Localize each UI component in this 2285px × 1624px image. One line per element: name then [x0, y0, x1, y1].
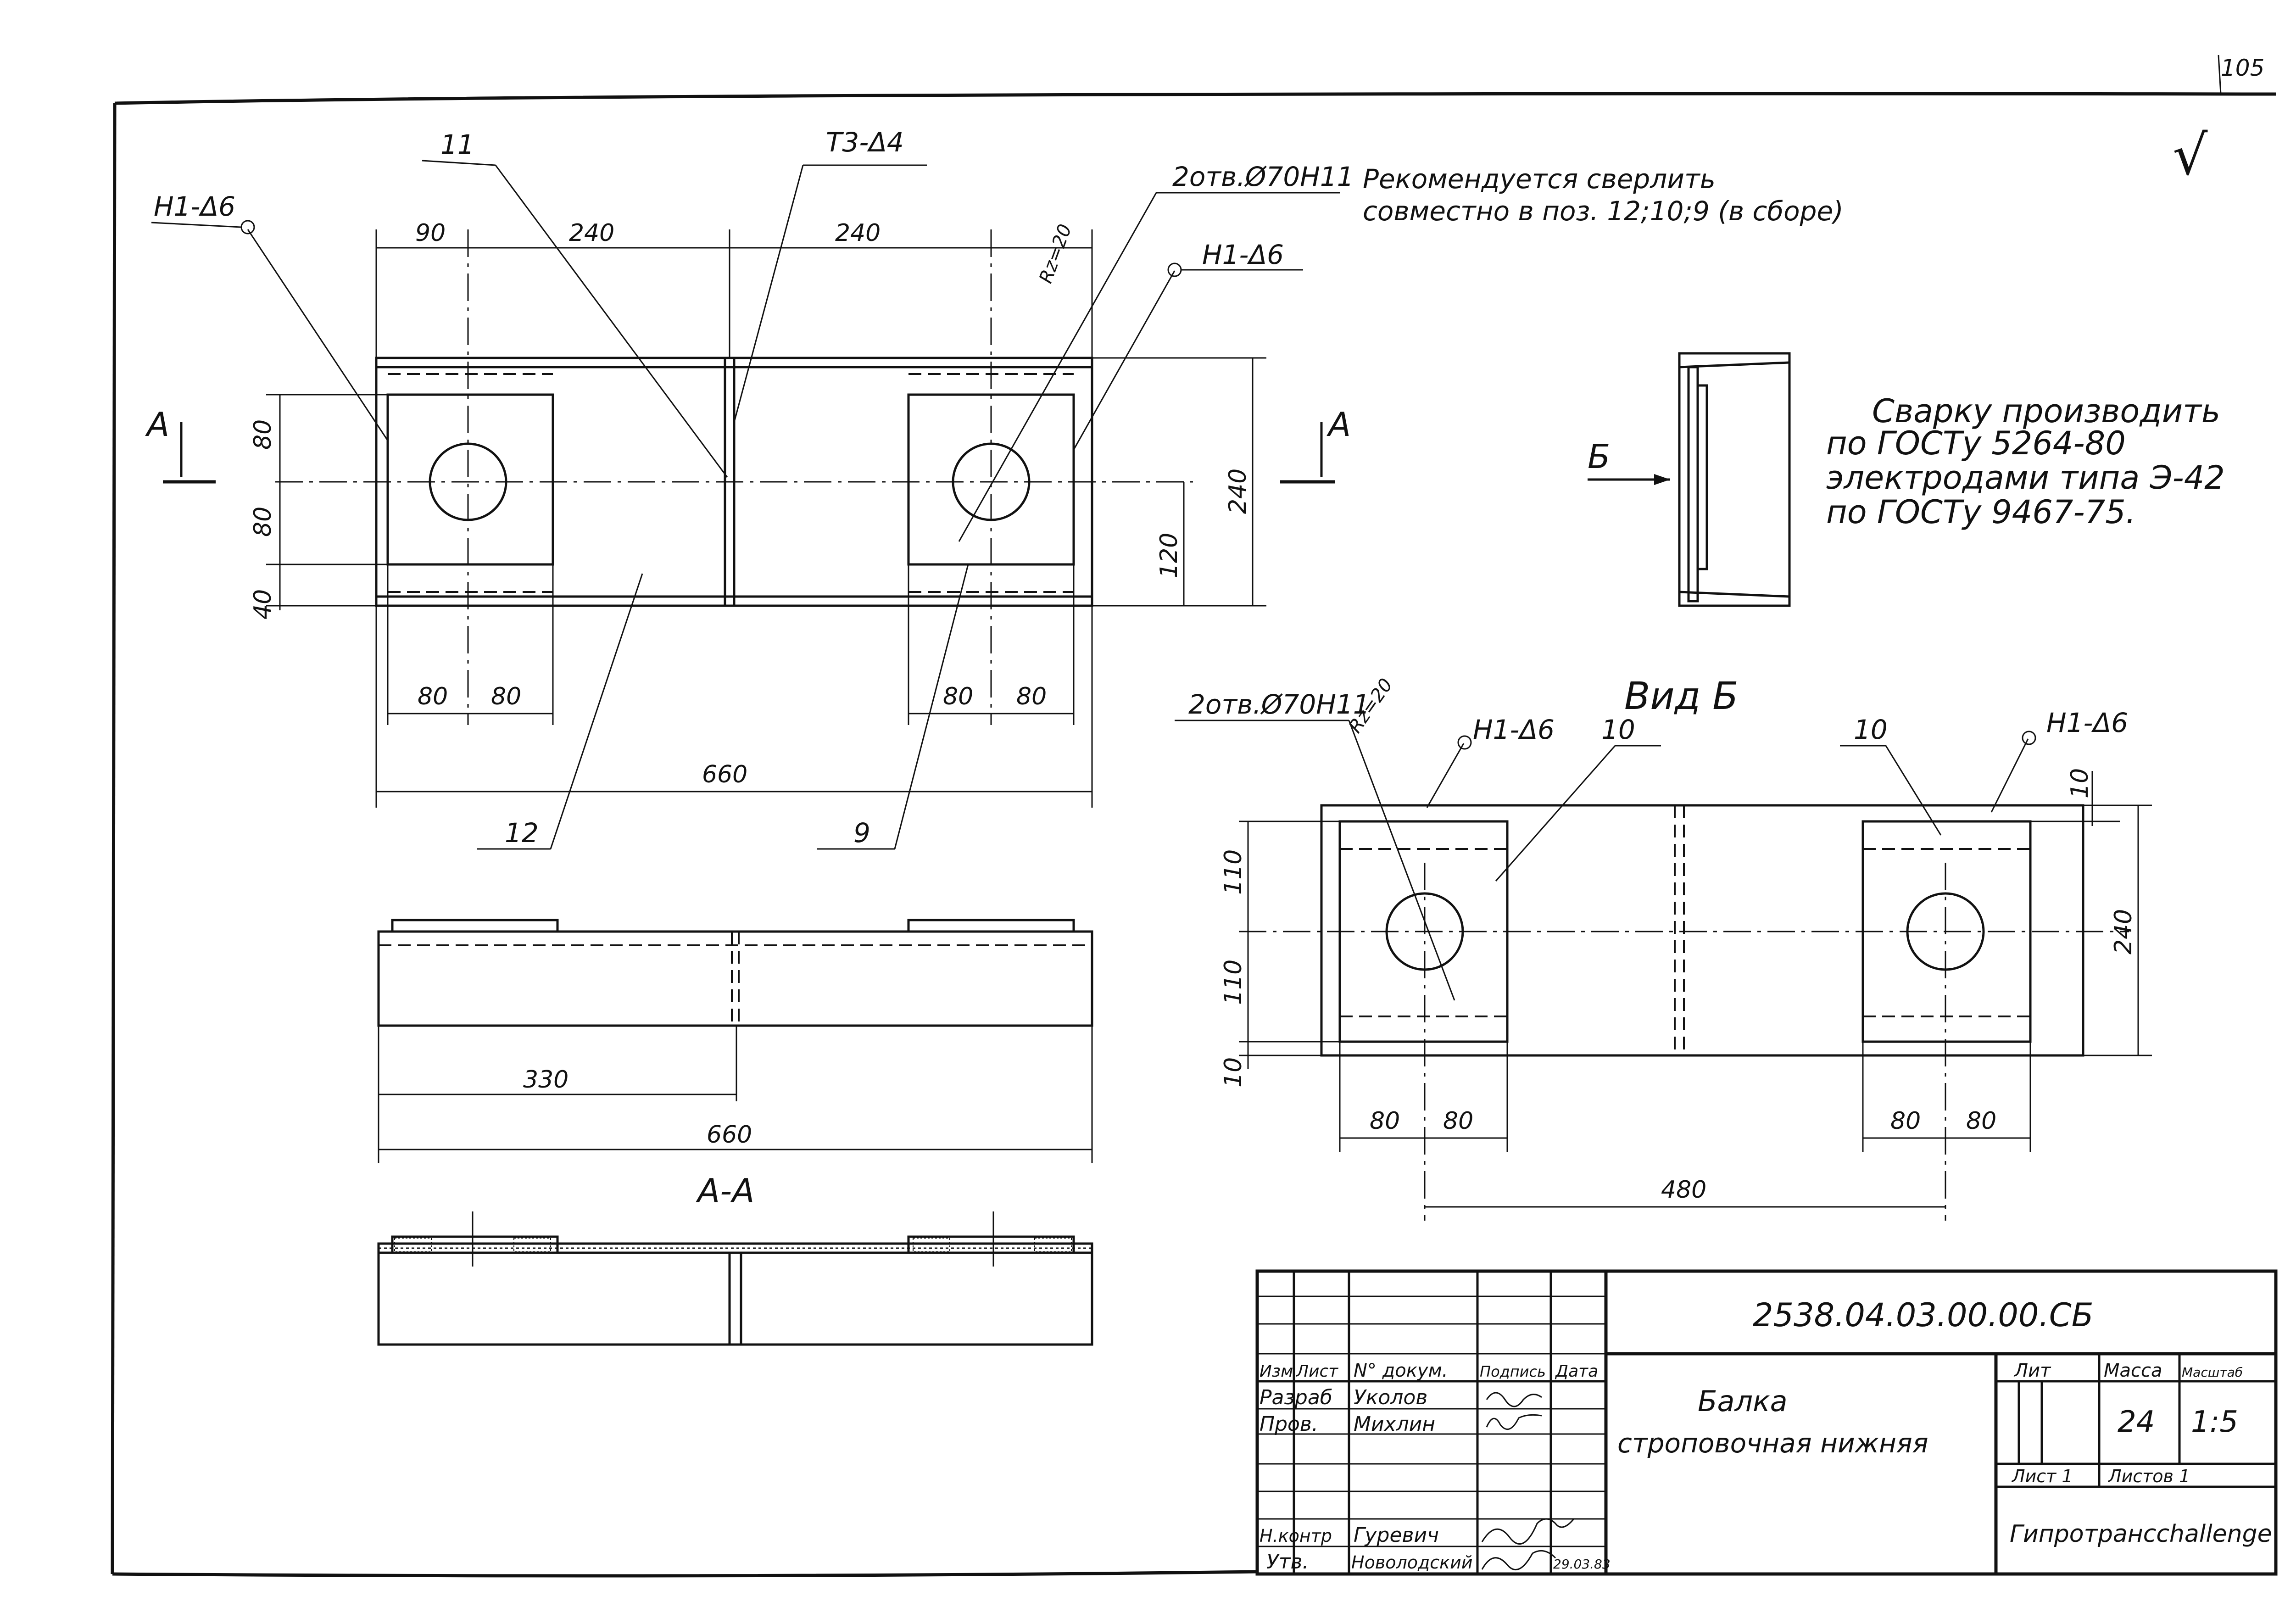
side-view-arrow-label: Б [1588, 437, 1610, 476]
plan-dim-90: 90 [415, 219, 446, 247]
tb-sheet: Лист 1 [2011, 1466, 2073, 1486]
tb-name-utv: Новолодский [1351, 1552, 1473, 1573]
plan-roughness: Rz=20 [1035, 222, 1076, 286]
tb-hdr-podp: Подпись [1480, 1363, 1546, 1380]
tb-role-nkontr: Н.контр [1260, 1526, 1332, 1546]
plan-dim-80-b4: 80 [1016, 683, 1047, 710]
tb-hdr-list: Лист [1295, 1362, 1338, 1381]
plan-dim-240-right: 240 [1224, 469, 1252, 514]
view-b-dim-80-4: 80 [1966, 1107, 1996, 1135]
signatures [1481, 1392, 1575, 1570]
view-b-hole-note: 2отв.Ø70Н11 [1188, 689, 1370, 720]
tb-hdr-ndoc: N° докум. [1354, 1360, 1448, 1381]
front-dim-660: 660 [707, 1121, 752, 1149]
plan-position-11: 11 [440, 129, 474, 160]
welding-note-line2: по ГОСТу 5264-80 [1826, 424, 2126, 462]
section-aa-view [377, 1211, 1093, 1346]
tb-lit: Лит [2013, 1360, 2051, 1381]
view-b-weld-left: Н1-Δ6 [1473, 714, 1555, 745]
view-b-position-10-left: 10 [1601, 714, 1635, 745]
side-view-small [1588, 352, 1791, 607]
drawing-name-line2: строповочная нижняя [1617, 1428, 1928, 1459]
tb-sheets: Листов 1 [2107, 1466, 2190, 1486]
view-b-dim-240: 240 [2110, 909, 2137, 954]
view-b [1175, 720, 2152, 1221]
plan-position-12: 12 [505, 817, 539, 848]
view-b-position-10-right: 10 [1854, 714, 1888, 745]
plan-dim-80-b1: 80 [418, 683, 448, 710]
tb-date-utv: 29.03.83 [1553, 1557, 1611, 1572]
plan-hole-note-line2: совместно в поз. 12;10;9 (в сборе) [1363, 195, 1844, 227]
welding-note-line4: по ГОСТу 9467-75. [1826, 493, 2136, 531]
tb-mass-value: 24 [2118, 1405, 2155, 1439]
tb-scale-value: 1:5 [2191, 1405, 2238, 1439]
view-b-dim-80-3: 80 [1890, 1107, 1921, 1135]
plan-dim-80-b3: 80 [943, 683, 973, 710]
tb-name-nkontr: Гуревич [1354, 1524, 1439, 1547]
front-view [377, 919, 1093, 1163]
view-b-dim-110b: 110 [1220, 960, 1247, 1005]
plan-dim-40: 40 [249, 589, 277, 619]
plan-dim-120: 120 [1155, 533, 1183, 578]
tb-role-razrab: Разраб [1260, 1386, 1332, 1409]
plan-weld-t3: Т3-Δ4 [826, 127, 904, 158]
plan-position-9: 9 [853, 817, 870, 848]
sheet-frame [111, 55, 2276, 1578]
page-number: 105 [2221, 55, 2264, 81]
view-b-dim-10-top: 10 [2066, 768, 2094, 798]
view-b-dim-80-1: 80 [1370, 1107, 1400, 1135]
doc-number: 2538.04.03.00.00.СБ [1753, 1296, 2094, 1334]
plan-weld-h1-left: Н1-Δ6 [154, 191, 235, 222]
tb-organization: Гипротрансchallenge [2010, 1520, 2272, 1548]
drawing-name-line1: Балка [1698, 1384, 1788, 1418]
tb-role-utv: Утв. [1266, 1550, 1309, 1574]
plan-dim-240b: 240 [835, 219, 881, 247]
welding-note-line1: Сварку производить [1872, 392, 2220, 430]
tb-role-prov: Пров. [1260, 1412, 1318, 1436]
view-b-title: Вид Б [1624, 675, 1739, 718]
tb-hdr-data: Дата [1555, 1362, 1598, 1381]
plan-section-label-left: А [145, 405, 169, 444]
plan-hole-note-label: 2отв.Ø70Н11 [1172, 161, 1354, 192]
tb-name-razrab: Уколов [1354, 1386, 1427, 1409]
plan-dim-660: 660 [702, 761, 747, 788]
plan-dim-80-mid: 80 [249, 507, 277, 537]
check-mark: √ [2173, 124, 2208, 188]
plan-hole-note-line1: Рекомендуется сверлить [1363, 163, 1716, 195]
tb-masshtab: Масштаб [2182, 1365, 2243, 1380]
front-dim-330: 330 [523, 1066, 568, 1094]
welding-note: Сварку производить по ГОСТу 5264-80 элек… [1826, 392, 2225, 531]
tb-hdr-izm: Изм [1260, 1362, 1293, 1381]
section-aa-title: А-А [696, 1172, 755, 1210]
plan-section-label-right: А [1326, 405, 1351, 444]
view-b-dim-110a: 110 [1220, 849, 1247, 895]
plan-view [151, 160, 1340, 850]
view-b-weld-right: Н1-Δ6 [2046, 707, 2128, 738]
welding-note-line3: электродами типа Э-42 [1826, 459, 2225, 497]
plan-dim-240a: 240 [569, 219, 614, 247]
tb-name-prov: Михлин [1354, 1412, 1435, 1436]
plan-dim-80-top: 80 [249, 419, 277, 450]
view-b-dim-80-2: 80 [1443, 1107, 1473, 1135]
plan-weld-h1-right: Н1-Δ6 [1202, 239, 1284, 270]
view-b-dim-480: 480 [1661, 1176, 1706, 1204]
view-b-dim-10-bottom: 10 [1220, 1057, 1247, 1088]
title-block [1255, 1269, 2278, 1576]
plan-dim-80-b2: 80 [491, 683, 521, 710]
tb-massa: Масса [2104, 1360, 2162, 1381]
